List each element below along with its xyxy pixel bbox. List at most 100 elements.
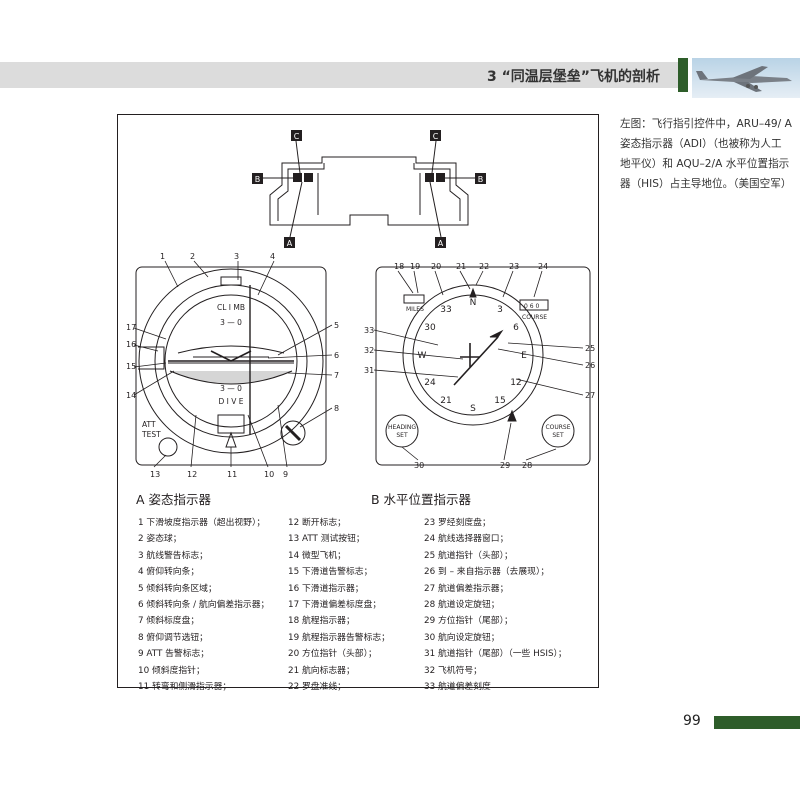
svg-text:4: 4: [270, 252, 275, 261]
legend-item: 23 罗经刻度盘；: [424, 518, 491, 528]
hsi-heading-set-line2: SET: [396, 432, 408, 439]
svg-text:31: 31: [364, 366, 374, 375]
legend-item: 12 断开标志；: [288, 518, 346, 528]
svg-text:W: W: [418, 351, 427, 361]
chapter-header-bar: 3 “同温层堡垒”飞机的剖析: [0, 62, 678, 88]
legend-item: 2 姿态球；: [138, 534, 182, 545]
svg-text:26: 26: [585, 361, 595, 370]
adi-att-test-line2: TEST: [141, 430, 161, 439]
svg-text:3: 3: [234, 252, 239, 261]
svg-text:32: 32: [364, 346, 374, 355]
legend-item: 33 航道偏差刻度: [424, 682, 491, 693]
legend-item: 6 倾斜转向条 / 航向偏差指示器；: [138, 600, 270, 611]
hsi-heading-set-line1: HEADING: [388, 424, 416, 431]
legend-item: 17 下滑道偏差标度盘；: [288, 600, 382, 611]
svg-text:27: 27: [585, 391, 595, 400]
aircraft-icon: [696, 66, 792, 92]
legend-item: 10 倾斜度指针；: [138, 665, 205, 676]
svg-text:2: 2: [190, 252, 195, 261]
legend-item: 29 方位指针（尾部）；: [424, 616, 513, 627]
svg-text:30: 30: [414, 461, 424, 470]
top-panel: [269, 156, 469, 226]
chapter-title: 3 “同温层堡垒”飞机的剖析: [486, 69, 660, 85]
legend-item: 30 航向设定旋钮；: [424, 632, 500, 643]
hsi-miles-label: MILES: [406, 306, 424, 313]
legend-item: 13 ATT 测试按钮；: [288, 534, 365, 545]
svg-text:9: 9: [283, 470, 288, 479]
svg-text:29: 29: [500, 461, 510, 470]
hsi-course-label: COURSE: [522, 314, 547, 321]
legend-column-1: 1 下滑坡度指示器（超出视野）； 2 姿态球； 3 航线警告标志； 4 俯仰转向…: [138, 515, 269, 695]
svg-text:E: E: [521, 351, 527, 361]
svg-text:16: 16: [126, 340, 136, 349]
page-number: 99: [683, 713, 701, 729]
legend-item: 9 ATT 告警标志；: [138, 649, 210, 660]
svg-text:33: 33: [364, 326, 374, 335]
legend-item: 32 飞机符号；: [424, 665, 482, 676]
adi-att-test-line1: ATT: [142, 420, 156, 429]
instrument-diagram: C B A C B A CL I MB 3 — 0 3 — 0 D I V E …: [126, 130, 595, 479]
svg-text:33: 33: [440, 305, 451, 315]
marker-c-right: C: [433, 132, 439, 141]
svg-text:1: 1: [160, 252, 165, 261]
svg-text:3: 3: [497, 305, 503, 315]
legend-item: 15 下滑道告警标志；: [288, 567, 373, 578]
hsi-instrument: [375, 266, 591, 466]
svg-text:22: 22: [479, 262, 489, 271]
legend-item: 5 倾斜转向条区域；: [138, 583, 217, 594]
svg-text:20: 20: [431, 262, 441, 271]
svg-text:30: 30: [424, 323, 436, 333]
legend-item: 1 下滑坡度指示器（超出视野）；: [138, 518, 266, 528]
adi-callouts: 1 2 3 4 5 6 7 8 9 10 11 12 13 14 15 16 1…: [126, 252, 339, 479]
svg-text:11: 11: [227, 470, 237, 479]
svg-text:25: 25: [585, 344, 595, 353]
legend-item: 21 航向标志器；: [288, 665, 355, 676]
svg-text:N: N: [470, 298, 477, 308]
svg-text:17: 17: [126, 323, 136, 332]
legend-item: 4 俯仰转向条；: [138, 567, 200, 578]
svg-text:15: 15: [494, 396, 505, 406]
legend-item: 20 方位指针（头部）；: [288, 649, 377, 660]
hsi-course-set-line1: COURSE: [545, 424, 570, 431]
hsi-course-digits: 0 6 0: [524, 303, 539, 310]
svg-text:12: 12: [510, 378, 521, 388]
legend-item: 14 微型飞机；: [288, 550, 346, 561]
svg-text:S: S: [470, 404, 476, 414]
header-accent-block: [678, 58, 688, 92]
adi-instrument: [135, 266, 327, 466]
top-panel-indicators: [293, 173, 445, 182]
hsi-callouts: 18 19 20 21 22 23 24 25 26 27 28 29 30 3…: [364, 262, 595, 470]
marker-c-left: C: [294, 132, 300, 141]
legend-item: 24 航线选择器窗口；: [424, 534, 509, 545]
legend-item: 3 航线警告标志；: [138, 550, 208, 561]
instrument-figure: C B A C B A CL I MB 3 — 0 3 — 0 D I V E …: [117, 114, 599, 692]
svg-text:18: 18: [394, 262, 404, 271]
legend-item: 11 转弯和侧滑指示器；: [138, 682, 232, 693]
adi-scale-bottom: 3 — 0: [220, 384, 242, 393]
hsi-panel-title: B 水平位置指示器: [371, 492, 472, 507]
marker-a-left: A: [287, 239, 293, 248]
adi-dive-label: D I V E: [218, 397, 243, 406]
svg-text:7: 7: [334, 371, 339, 380]
svg-text:24: 24: [538, 262, 548, 271]
legend-item: 31 航道指针（尾部）（一些 HSIS）；: [424, 649, 567, 660]
figure-caption: 左图：飞行指引控件中，ARU–49/ A 姿态指示器（ADI）（也被称为人工地平…: [620, 118, 792, 190]
svg-text:6: 6: [513, 323, 519, 333]
svg-text:15: 15: [126, 362, 136, 371]
svg-text:13: 13: [150, 470, 160, 479]
svg-text:8: 8: [334, 404, 339, 413]
legend-item: 25 航道指针（头部）；: [424, 550, 513, 561]
hsi-compass-labels: N 3 6 E 12 15 S 21 24 W 30 33: [418, 298, 528, 414]
page-number-accent-bar: [714, 716, 800, 729]
marker-a-right: A: [438, 239, 444, 248]
legend-item: 27 航道偏差指示器；: [424, 583, 509, 594]
svg-text:21: 21: [440, 396, 451, 406]
svg-text:6: 6: [334, 351, 339, 360]
svg-text:28: 28: [522, 461, 532, 470]
hsi-course-set-line2: SET: [552, 432, 564, 439]
svg-text:12: 12: [187, 470, 197, 479]
marker-b-left: B: [255, 175, 261, 184]
legend-item: 7 倾斜标度盘；: [138, 616, 200, 627]
legend-column-3: 23 罗经刻度盘； 24 航线选择器窗口； 25 航道指针（头部）； 26 到 …: [424, 515, 567, 695]
svg-text:21: 21: [456, 262, 466, 271]
